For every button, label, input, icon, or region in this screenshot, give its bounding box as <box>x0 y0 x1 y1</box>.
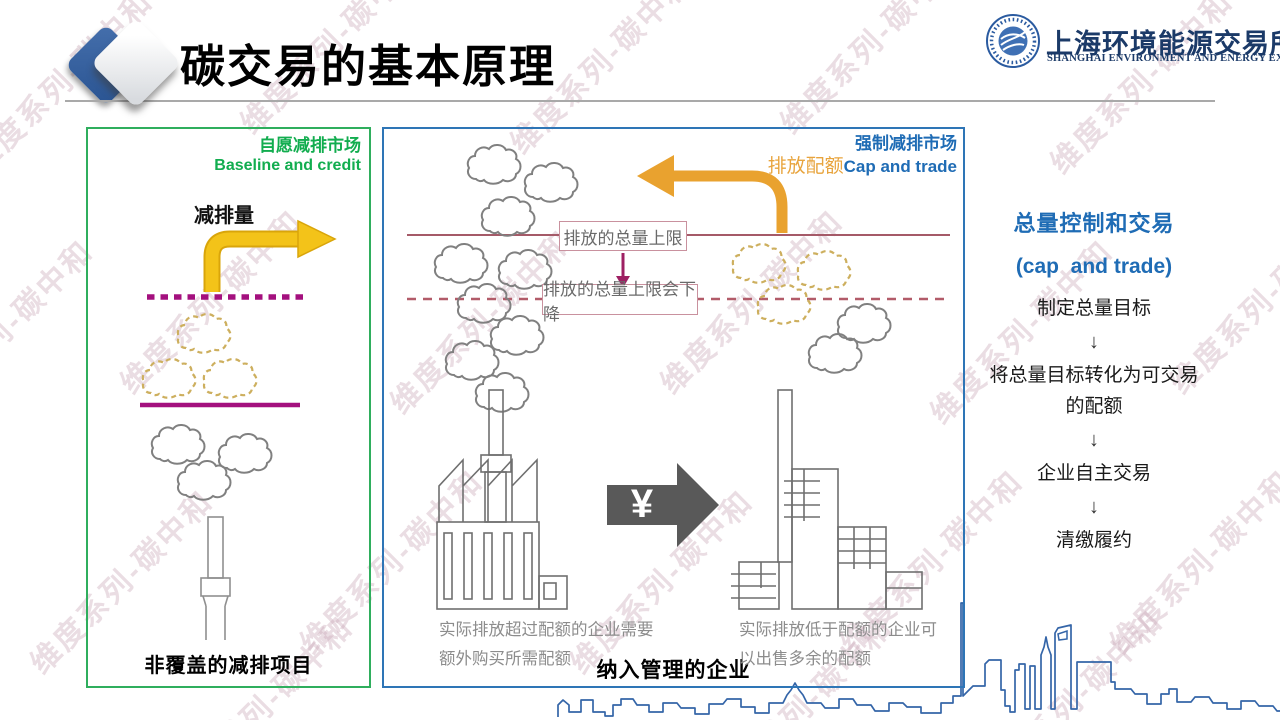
cap-and-trade-drawing <box>407 143 950 610</box>
reduction-amount-label: 减排量 <box>194 205 254 227</box>
flow-step-1: 制定总量目标 <box>1036 298 1151 319</box>
yuan-symbol: ¥ <box>630 482 654 526</box>
logo-name-cn: 上海环境能源交易所 <box>1046 29 1280 59</box>
factory-right-drawing <box>731 389 923 610</box>
emission-clouds <box>150 423 273 501</box>
flow-title: 总量控制和交易 <box>1013 211 1175 236</box>
flow-arrow-icon: ↓ <box>1089 331 1099 353</box>
voluntary-market-drawing <box>140 219 337 640</box>
seller-note: 实际排放低于配额的企业可 以出售多余的配额 <box>739 621 937 668</box>
flow-arrow-icon: ↓ <box>1089 429 1099 451</box>
page-title: 碳交易的基本原理 <box>180 41 557 92</box>
cap-and-trade-panel: 强制减排市场 排放配额Cap and trade 排放的总量上限 排放的总量上限… <box>382 127 965 688</box>
mandatory-market-title-en: Cap and trade <box>843 157 957 177</box>
voluntary-market-panel: 自愿减排市场 Baseline and credit 减排量 非覆盖的减排项目 <box>86 127 371 688</box>
buyer-note: 实际排放超过配额的企业需要 额外购买所需配额 <box>439 621 654 668</box>
allowance-clouds <box>731 242 852 325</box>
chimney-drawing <box>200 516 231 640</box>
flow-subtitle: (cap and trade) <box>1015 255 1173 278</box>
cap-decline-box: 排放的总量上限会下降 <box>542 279 698 324</box>
credit-clouds <box>141 312 258 399</box>
voluntary-market-title-cn: 自愿减排市场 <box>259 136 361 155</box>
cap-and-trade-flow: 总量控制和交易 (cap and trade) 制定总量目标 ↓ 将总量目标转化… <box>985 206 1203 560</box>
cap-decline-arrow <box>616 253 630 288</box>
flow-step-3: 企业自主交易 <box>1036 463 1151 484</box>
emission-clouds-right <box>807 302 892 374</box>
uncovered-projects-label: 非覆盖的减排项目 <box>144 655 313 677</box>
emission-quota-label: 排放配额 <box>767 156 844 178</box>
voluntary-market-title-en: Baseline and credit <box>214 157 361 175</box>
header-divider <box>65 100 1215 102</box>
mandatory-market-title-cn: 强制减排市场 <box>855 134 957 153</box>
cap-limit-box: 排放的总量上限 <box>559 221 687 251</box>
logo-name-en: SHANGHAI ENVIRONMENT AND ENERGY EXCHANGE <box>1047 53 1280 64</box>
exchange-logo-icon <box>986 14 1040 68</box>
yuan-arrow <box>607 463 719 547</box>
flow-arrow-icon: ↓ <box>1089 496 1099 518</box>
yellow-curved-arrow <box>203 219 337 292</box>
covered-entities-label: 纳入管理的企业 <box>596 659 751 682</box>
factory-left-drawing <box>436 389 568 610</box>
flow-step-4: 清缴履约 <box>1055 530 1132 551</box>
watermark-text: 维度系列-碳中和 <box>774 0 971 141</box>
orange-curved-arrow <box>637 155 788 233</box>
flow-step-2: 将总量目标转化为可交易的配额 <box>989 365 1199 417</box>
